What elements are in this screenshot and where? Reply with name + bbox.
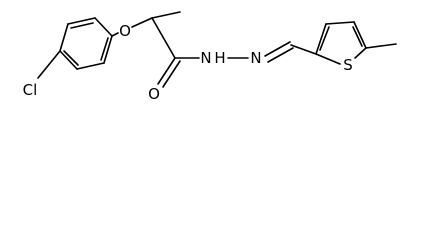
amide-hydrogen-label: H: [214, 49, 225, 67]
chlorine-bond: [37, 50, 61, 79]
hydrazone-nitrogen-label: N: [250, 49, 261, 67]
ether-oxygen-label: O: [119, 22, 131, 40]
propanamide-chain: [111, 11, 200, 88]
molecule-drawing: Cl O O N H N S: [23, 11, 397, 103]
thiophene-sulfur-label: S: [343, 56, 353, 74]
methylthiophene-ring: [315, 21, 397, 65]
structure-canvas: Cl O O N H N S: [0, 0, 430, 106]
hydrazone-linkage: [227, 41, 317, 63]
chlorine-label: Cl: [23, 81, 38, 99]
chlorophenyl-ring: [59, 17, 113, 70]
amide-nitrogen-label: N: [200, 49, 211, 67]
carbonyl-oxygen-label: O: [148, 85, 160, 103]
